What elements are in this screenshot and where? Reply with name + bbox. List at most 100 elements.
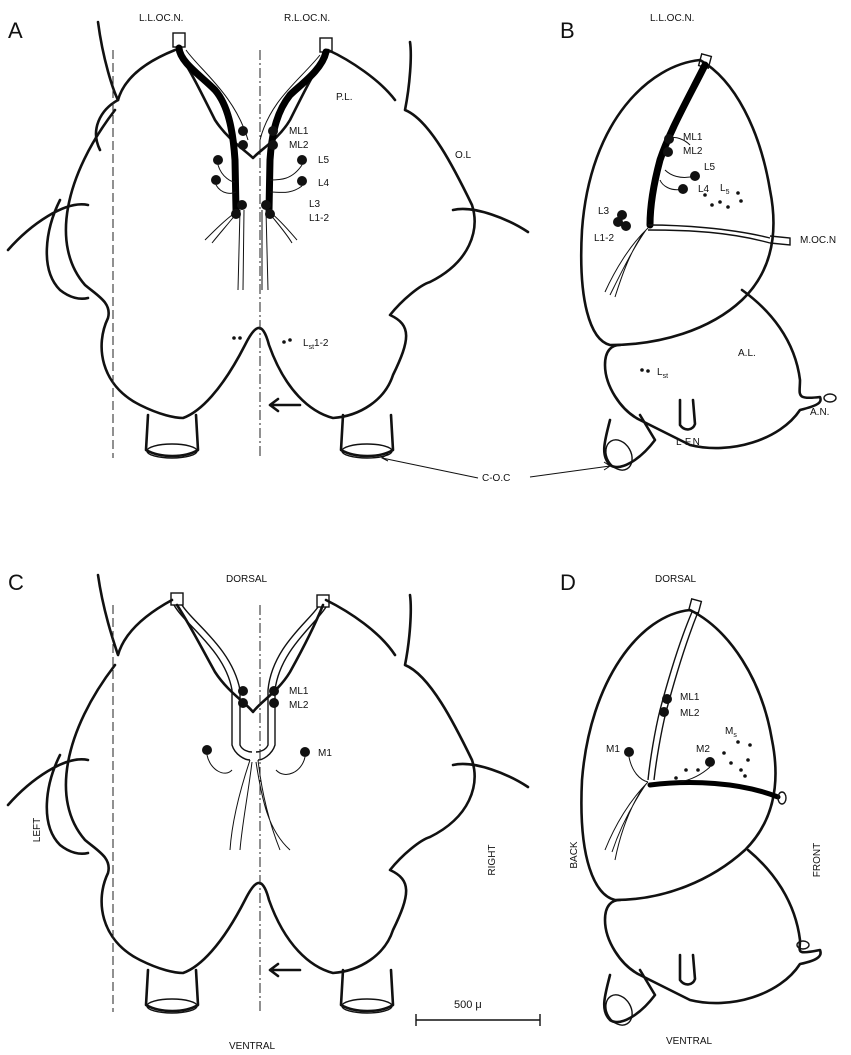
- panel-c-brain-outline: [66, 575, 475, 973]
- panel-a-descending-fibers: [205, 210, 297, 290]
- panel-c-m1-left: [202, 745, 212, 755]
- panel-b-nerve-tract: [650, 65, 705, 225]
- panel-d-ms-dot-4: [722, 751, 726, 755]
- panel-d-front-label: FRONT: [812, 843, 823, 877]
- panel-d-upper-lobe: [581, 610, 775, 900]
- panel-b-nerve-label: L.L.OC.N.: [650, 13, 694, 24]
- panel-a-left-shoulder: [96, 100, 118, 150]
- panel-a-l12-label: L1-2: [309, 213, 329, 224]
- panel-a-ml2-right: [268, 140, 278, 150]
- panel-b-lfn-label: L-F.N: [676, 437, 700, 448]
- panel-d-ms-dot-6: [739, 768, 743, 772]
- panel-d-m1: [624, 747, 634, 757]
- panel-a-left-nerve-tract: [179, 48, 236, 210]
- panel-c-right-nerve: [256, 607, 326, 760]
- panel-d-m2: [705, 757, 715, 767]
- panel-c-letter: C: [8, 570, 24, 595]
- panel-c-ventral-label: VENTRAL: [229, 1041, 276, 1052]
- panel-d-ms-dot-1: [674, 776, 678, 780]
- coc-label: C-O.C: [482, 473, 510, 484]
- panel-a-lst-dot-3: [282, 340, 286, 344]
- panel-b-l12-label: L1-2: [594, 233, 614, 244]
- panel-a-lst-dot-1: [232, 336, 236, 340]
- panel-a-l4-label: L4: [318, 178, 330, 189]
- panel-a-lst-dot-4: [288, 338, 292, 342]
- panel-a-left-nerve-label: L.L.OC.N.: [139, 13, 183, 24]
- panel-d-ms-dot-10: [748, 743, 752, 747]
- panel-b-upper-lobe: [581, 60, 773, 345]
- panel-b-lower-lobe: [605, 290, 821, 448]
- panel-b-ls-dot-3: [718, 200, 722, 204]
- panel-a-l3-right: [261, 200, 271, 210]
- panel-a-right-stalk: [341, 415, 393, 456]
- panel-d-ml2-label: ML2: [680, 708, 700, 719]
- panel-b-mocn-label: M.OC.N: [800, 235, 836, 246]
- panel-a-ml1-right: [268, 126, 278, 136]
- panel-c-ml1-left: [238, 686, 248, 696]
- coc-annotation: C-O.C: [382, 454, 610, 484]
- panel-a-ml2-label: ML2: [289, 140, 309, 151]
- panel-c-ml1-right: [269, 686, 279, 696]
- panel-a-l12-right: [265, 209, 275, 219]
- panel-a: A L.L.OC.N. R.L.OC.N. P.L. O.L: [8, 13, 528, 458]
- panel-b-ls-dot-4: [726, 205, 730, 209]
- panel-a-ml1-left: [238, 126, 248, 136]
- panel-a-left-stalk: [146, 415, 198, 456]
- panel-b-moc-nerve: [648, 225, 790, 245]
- panel-d-ms-dot-2: [684, 768, 688, 772]
- panel-b-letter: B: [560, 18, 575, 43]
- panel-b-ml2: [663, 147, 673, 157]
- panel-a-l5-right: [297, 155, 307, 165]
- panel-d-nerve-cut: [689, 599, 702, 613]
- panel-b-l5-label: L5: [704, 162, 716, 173]
- panel-d-mocn-tract: [650, 783, 778, 797]
- panel-d-m2-label: M2: [696, 744, 710, 755]
- panel-b-lst-label: Lst: [657, 367, 668, 380]
- panel-c-right-wing: [453, 764, 528, 787]
- panel-c-scale-bar: [416, 1014, 540, 1026]
- panel-a-brain-outline: [66, 22, 475, 418]
- panel-a-lst-dot-2: [238, 336, 242, 340]
- panel-d-letter: D: [560, 570, 576, 595]
- panel-c-ml1-label: ML1: [289, 686, 309, 697]
- panel-d-ms-dot-8: [743, 774, 747, 778]
- panel-c-dorsal-label: DORSAL: [226, 574, 268, 585]
- panel-a-lst12-label: Lst1-2: [303, 338, 329, 351]
- panel-a-l5-label: L5: [318, 155, 330, 166]
- panel-a-ml1-label: ML1: [289, 126, 309, 137]
- panel-b-l3-label: L3: [598, 206, 610, 217]
- panel-b-an-label: A.N.: [810, 407, 829, 418]
- panel-a-ol-label: O.L: [455, 150, 472, 161]
- panel-d-ms-label: Ms: [725, 726, 737, 739]
- panel-c-left-label: LEFT: [32, 818, 43, 842]
- panel-b-ls-dot-2: [710, 203, 714, 207]
- panel-c-m1-right: [300, 747, 310, 757]
- panel-b-ml1-label: ML1: [683, 132, 703, 143]
- panel-c-arrow: [270, 964, 300, 976]
- panel-b-l12-b: [621, 221, 631, 231]
- panel-b: B L.L.OC.N. ML1 ML2 L5 L4 L5 L3: [560, 13, 836, 475]
- panel-a-neuron-processes: [216, 165, 302, 193]
- panel-b-ls-dot-5: [736, 191, 740, 195]
- panel-c-ml2-right: [269, 698, 279, 708]
- panel-b-ls-label: L5: [720, 183, 730, 196]
- panel-d-lfn-stub: [680, 955, 695, 984]
- panel-d-m1-label: M1: [606, 744, 620, 755]
- panel-a-ml2-left: [238, 140, 248, 150]
- panel-a-l3-left: [237, 200, 247, 210]
- panel-d-ml1-label: ML1: [680, 692, 700, 703]
- panel-a-letter: A: [8, 18, 23, 43]
- panel-b-al-label: A.L.: [738, 348, 756, 359]
- panel-d-ms-dot-5: [729, 761, 733, 765]
- panel-d-ms-dot-7: [746, 758, 750, 762]
- coc-leader-left: [382, 454, 478, 478]
- panel-d-ventral-label: VENTRAL: [666, 1036, 713, 1047]
- panel-a-left-wing: [8, 200, 88, 299]
- panel-a-right-nerve-label: R.L.OC.N.: [284, 13, 330, 24]
- panel-b-ml2-label: ML2: [683, 146, 703, 157]
- panel-b-lst-dot-2: [646, 369, 650, 373]
- panel-d-ms-dot-3: [696, 768, 700, 772]
- panel-c-ml2-left: [238, 698, 248, 708]
- panel-a-l3-label: L3: [309, 199, 321, 210]
